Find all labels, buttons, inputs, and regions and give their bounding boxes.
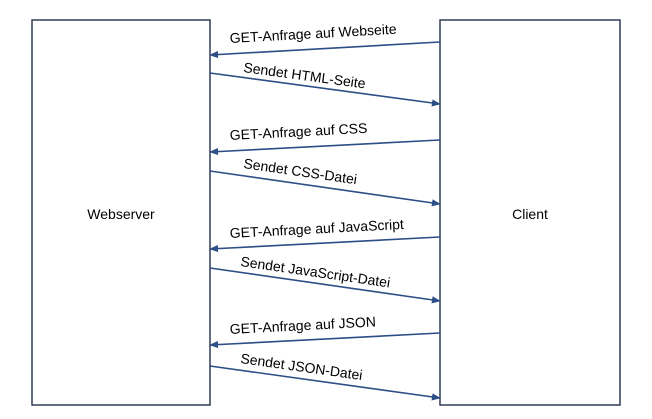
message-arrow-sendet-html — [209, 72, 441, 107]
message-label-get-css: GET-Anfrage auf CSS — [229, 120, 367, 143]
message-label-get-webseite: GET-Anfrage auf Webseite — [229, 21, 397, 46]
client-label: Client — [512, 206, 548, 222]
message-arrow-get-json — [209, 332, 441, 349]
webserver-box — [31, 19, 211, 406]
message-arrow-get-javascript — [209, 236, 441, 253]
message-label-sendet-javascript: Sendet JavaScript-Datei — [240, 253, 392, 290]
message-label-sendet-css: Sendet CSS-Datei — [243, 155, 359, 187]
message-label-get-javascript: GET-Anfrage auf JavaScript — [229, 216, 404, 241]
client-box — [439, 19, 621, 406]
message-arrow-get-webseite — [209, 41, 441, 59]
message-arrow-sendet-json — [209, 365, 441, 401]
message-arrow-get-css — [209, 139, 441, 156]
webserver-label: Webserver — [87, 206, 155, 222]
message-label-get-json: GET-Anfrage auf JSON — [229, 313, 376, 337]
message-arrow-sendet-javascript — [209, 267, 441, 304]
message-label-sendet-html: Sendet HTML-Seite — [243, 59, 367, 91]
message-arrow-sendet-css — [209, 170, 441, 207]
